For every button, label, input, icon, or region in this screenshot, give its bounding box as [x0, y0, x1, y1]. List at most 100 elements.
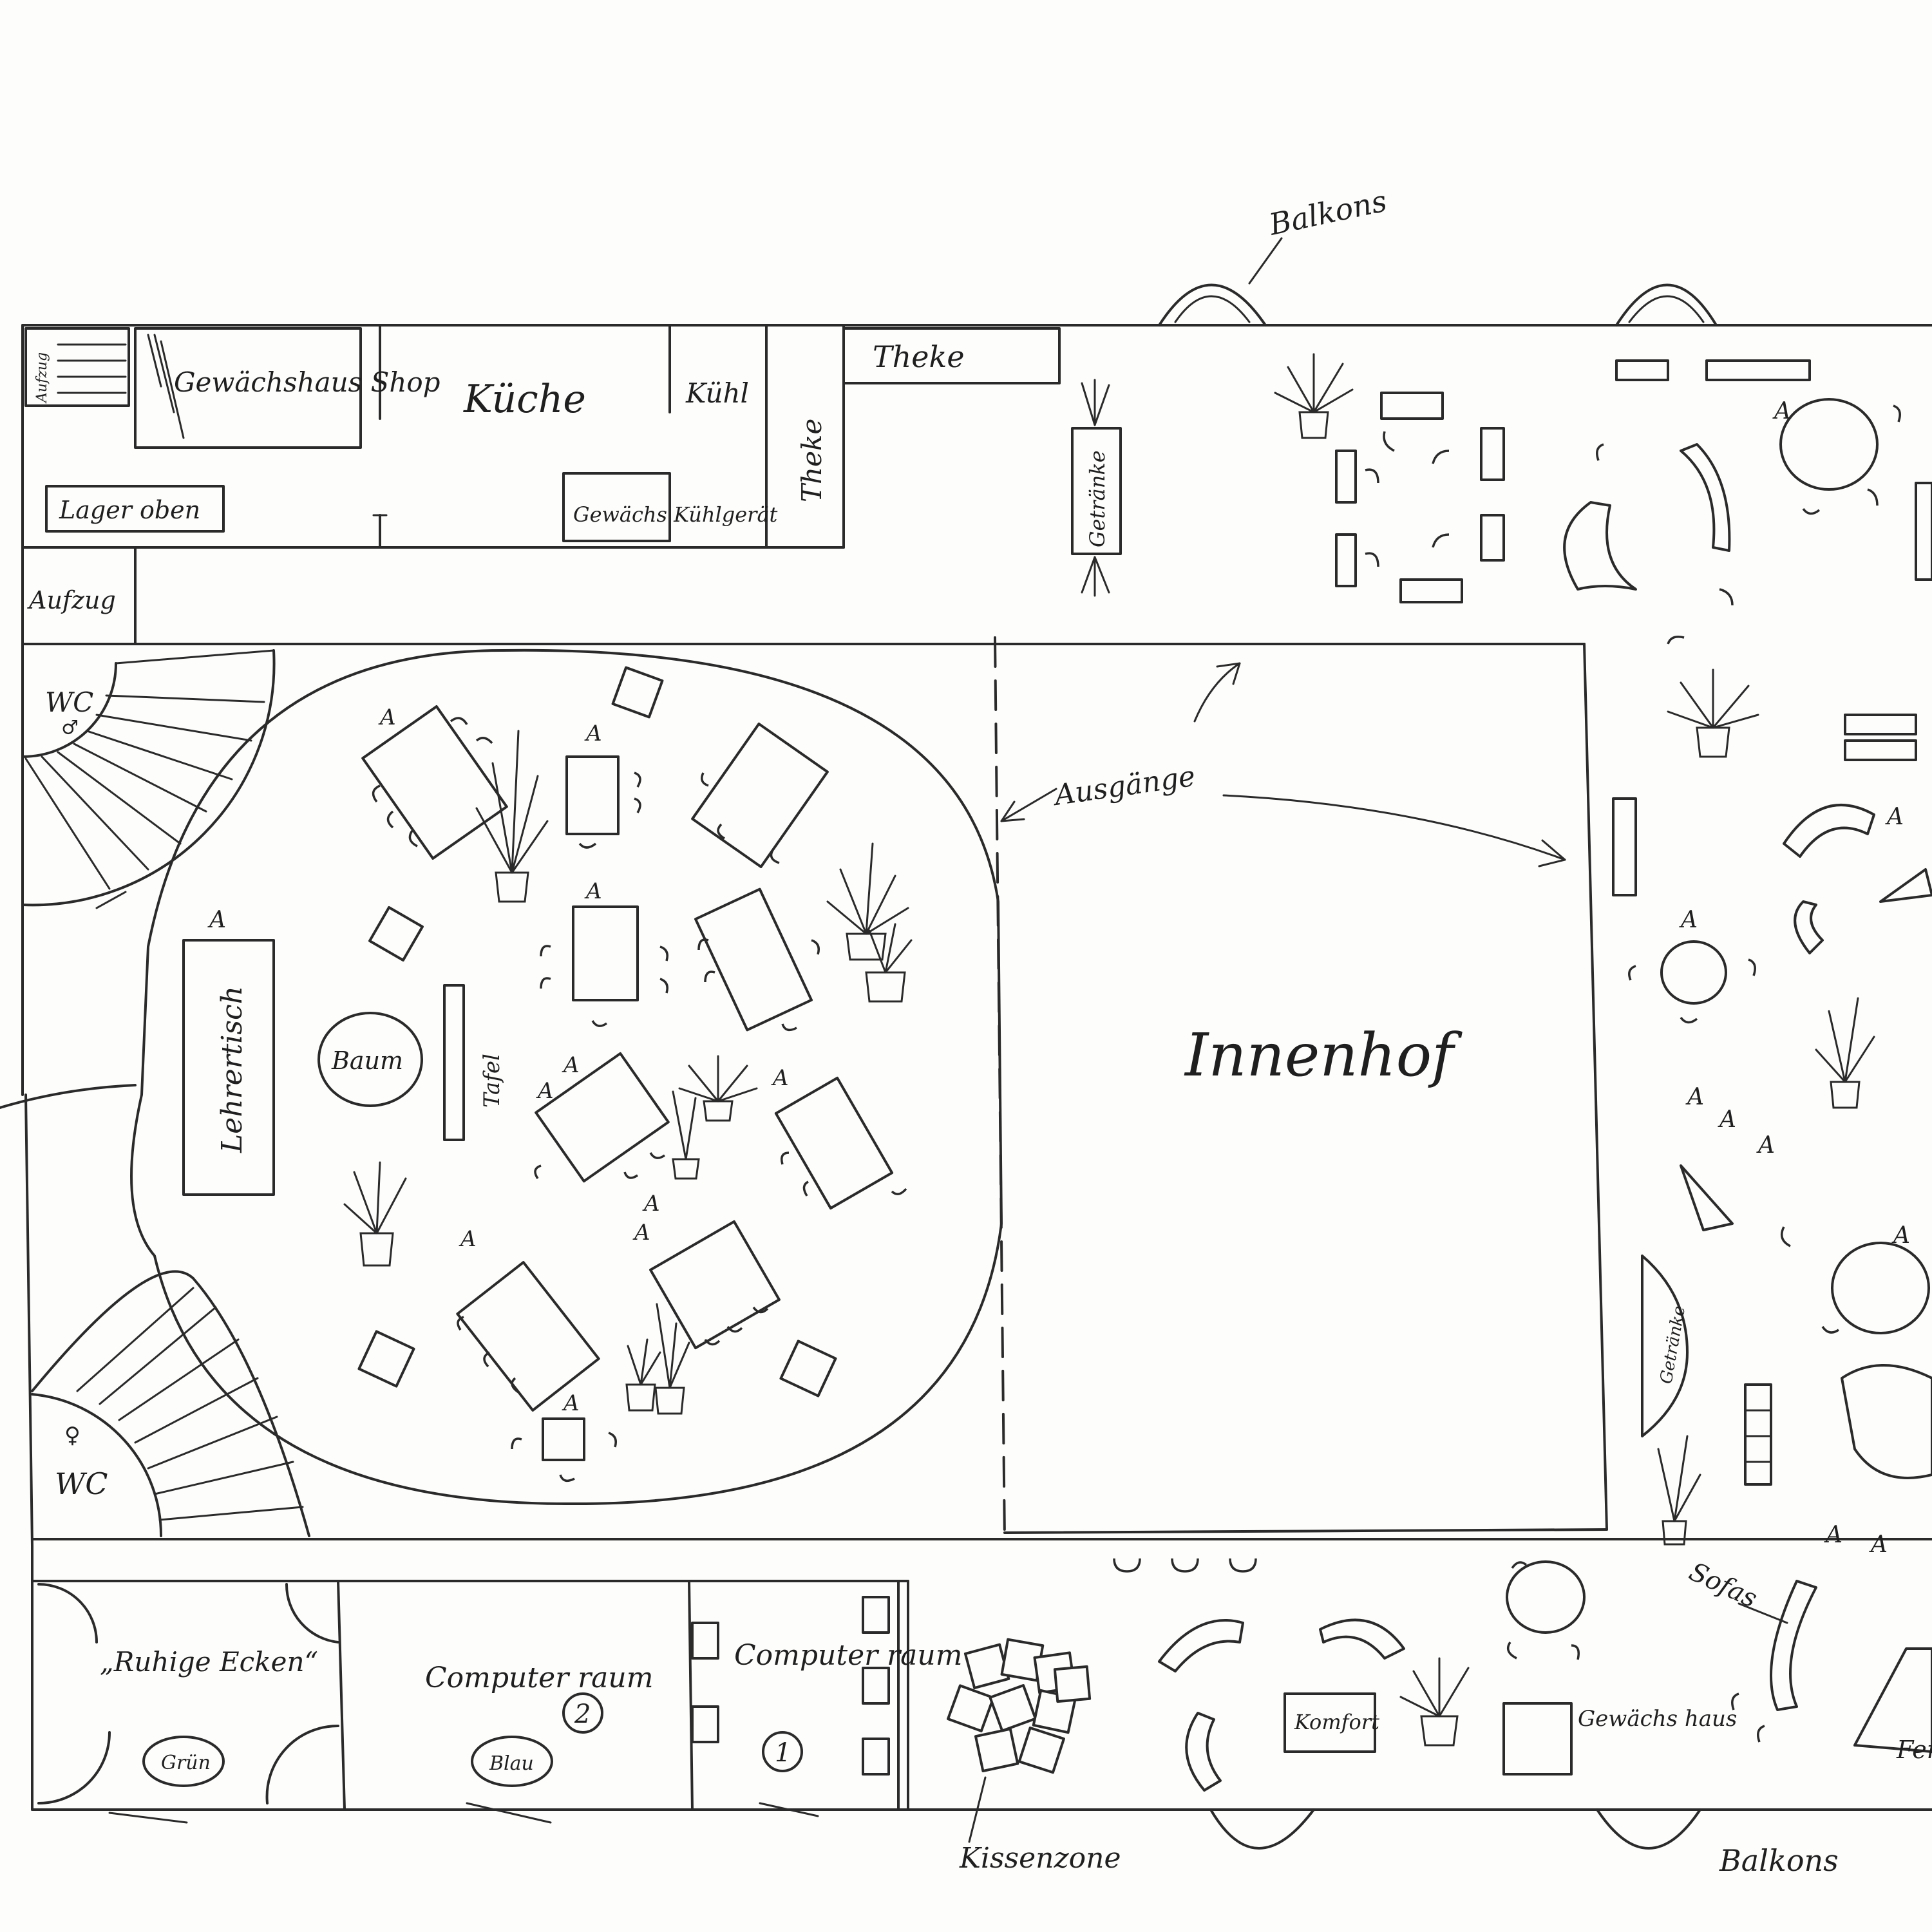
elevator-top-left: Aufzug [24, 327, 130, 407]
svg-text:A: A [1679, 907, 1698, 933]
potted-plant-icon [1815, 997, 1875, 1109]
lager-oben-label: Lager oben [59, 496, 200, 524]
svg-text:A: A [562, 1390, 580, 1416]
gewaechshaus-shop-room: Gewächshaus Shop [134, 327, 440, 449]
entry-line [0, 1084, 137, 1109]
kueche-label: Küche [463, 377, 586, 422]
svg-text:A: A [1718, 1106, 1736, 1133]
balkons-bottom-label: Balkons [1719, 1843, 1839, 1878]
innenhof-label: Innenhof [1184, 1021, 1463, 1090]
lager-oben-box: Lager oben [45, 485, 225, 533]
svg-text:A: A [1885, 804, 1904, 830]
fenster-label: Fen... [1896, 1736, 1932, 1764]
theke-vertical-label: Theke [796, 419, 828, 502]
computerraum-1-label: Computer raum [734, 1639, 962, 1672]
getraenke-top-label: Getränke [1085, 450, 1110, 547]
blau-label: Blau [489, 1752, 534, 1775]
potted-plant-icon [1657, 1435, 1701, 1546]
classroom-chair-symbols: A A A A A A A A A A [378, 705, 789, 1416]
wc-top-symbol: ♂ [61, 717, 79, 739]
wc-bottom-label: WC [55, 1466, 108, 1501]
plant-icons [343, 730, 913, 1415]
gewaechs-kuehlgeraet-box: Gewächs Kühlgerät [562, 472, 778, 542]
sofas-label: Sofas [1685, 1557, 1762, 1613]
svg-text:A: A [642, 1191, 660, 1217]
ruhige-ecken-room: „Ruhige Ecken“ Grün [37, 1583, 339, 1824]
building-walls [21, 324, 1932, 1811]
classroom-chairs [372, 717, 907, 1482]
computerraum-2-label: Computer raum [425, 1662, 653, 1694]
lounge-chair-symbols: A A A A A A A A A [1679, 398, 1910, 1558]
svg-text:A: A [459, 1226, 477, 1252]
elevator-left: Aufzug [27, 586, 116, 614]
komfort-box: Komfort [1283, 1692, 1379, 1753]
balkons-top-pointer [1248, 237, 1283, 285]
tafel-board: Tafel [443, 984, 505, 1141]
ausgaenge-label: Ausgänge [1050, 760, 1197, 813]
aufzug-top-label: Aufzug [34, 352, 50, 404]
potted-plant-icon [343, 1161, 407, 1267]
svg-text:A: A [1685, 1084, 1704, 1110]
wc-top-label: WC [45, 687, 93, 718]
kissenzone-label: Kissenzone [959, 1842, 1121, 1875]
computerraum-2-number: 2 [574, 1700, 591, 1729]
lehrertisch-label: Lehrertisch [216, 986, 249, 1153]
kuehl-label: Kühl [685, 377, 749, 409]
balcony-top-1 [1158, 283, 1267, 327]
potted-plant-icon [826, 842, 909, 961]
kissenzone-cushions: Kissenzone [947, 1638, 1121, 1875]
classroom-tables [357, 666, 894, 1461]
potted-plant-icon [475, 730, 549, 903]
balcony-bottom-1 [1209, 1808, 1315, 1850]
svg-text:A: A [1756, 1132, 1775, 1159]
svg-text:A: A [1824, 1522, 1842, 1548]
svg-text:A: A [562, 1052, 580, 1078]
stairs-top-left: WC ♂ [21, 649, 276, 909]
computerraum-1-number: 1 [775, 1738, 791, 1768]
lounge-furniture [1158, 359, 1932, 1792]
komfort-label: Komfort [1294, 1710, 1379, 1734]
theke-top-label: Theke [873, 339, 965, 374]
ruhige-ecken-label: „Ruhige Ecken“ [100, 1646, 318, 1678]
potted-plant-icon [1399, 1657, 1470, 1747]
computerraum-1-room: Computer raum 1 [691, 1596, 962, 1817]
lounge-chairs [1113, 404, 1901, 1743]
potted-plant-icon [625, 1338, 661, 1412]
svg-text:A: A [771, 1065, 789, 1091]
stairs-bottom-left: ♀ WC [31, 1270, 310, 1537]
lehrertisch-desk: Lehrertisch [182, 939, 275, 1196]
svg-text:A: A [1869, 1531, 1888, 1558]
svg-text:A: A [1772, 398, 1791, 424]
gewaechshaus-shop-label: Gewächshaus Shop [174, 366, 440, 398]
sofas-pointer [1738, 1602, 1788, 1624]
baum-tree: Baum [317, 1012, 423, 1107]
svg-text:A: A [378, 705, 396, 730]
potted-plant-icon [865, 923, 913, 1003]
svg-text:A: A [536, 1078, 554, 1104]
svg-text:A: A [1891, 1222, 1910, 1249]
potted-plant-icon [1274, 353, 1354, 439]
wc-bottom-symbol: ♀ [64, 1423, 80, 1448]
gewaechshaus-right-label: Gewächs haus [1578, 1706, 1737, 1732]
svg-text:A: A [584, 878, 602, 904]
lounge-plant-icons [1274, 353, 1875, 1747]
baum-label: Baum [331, 1046, 403, 1075]
theke-top-counter: Theke [842, 327, 1061, 384]
gewaechshaus-right-box: Gewächs haus [1502, 1702, 1737, 1776]
potted-plant-icon [654, 1303, 690, 1415]
balcony-bottom-2 [1596, 1808, 1701, 1850]
getraenke-top-fridge: Getränke [1071, 379, 1122, 597]
gewaechs-kuehlgeraet-label: Gewächs Kühlgerät [573, 502, 778, 527]
svg-text:A: A [584, 721, 602, 746]
gruen-label: Grün [161, 1752, 211, 1774]
computerraum-2-room: Computer raum 2 Blau [425, 1662, 653, 1824]
getraenke-right-fridge: Getränke [1641, 1255, 1689, 1437]
tafel-label: Tafel [479, 1054, 505, 1108]
balkons-top-label: Balkons [1265, 184, 1390, 242]
teacher-chair-symbol: A [207, 907, 226, 933]
balcony-top-2 [1615, 283, 1718, 327]
ausgaenge-annotation: Ausgänge [1000, 662, 1566, 867]
classroom-outline [130, 649, 1003, 1506]
potted-plant-icon [678, 1055, 758, 1122]
